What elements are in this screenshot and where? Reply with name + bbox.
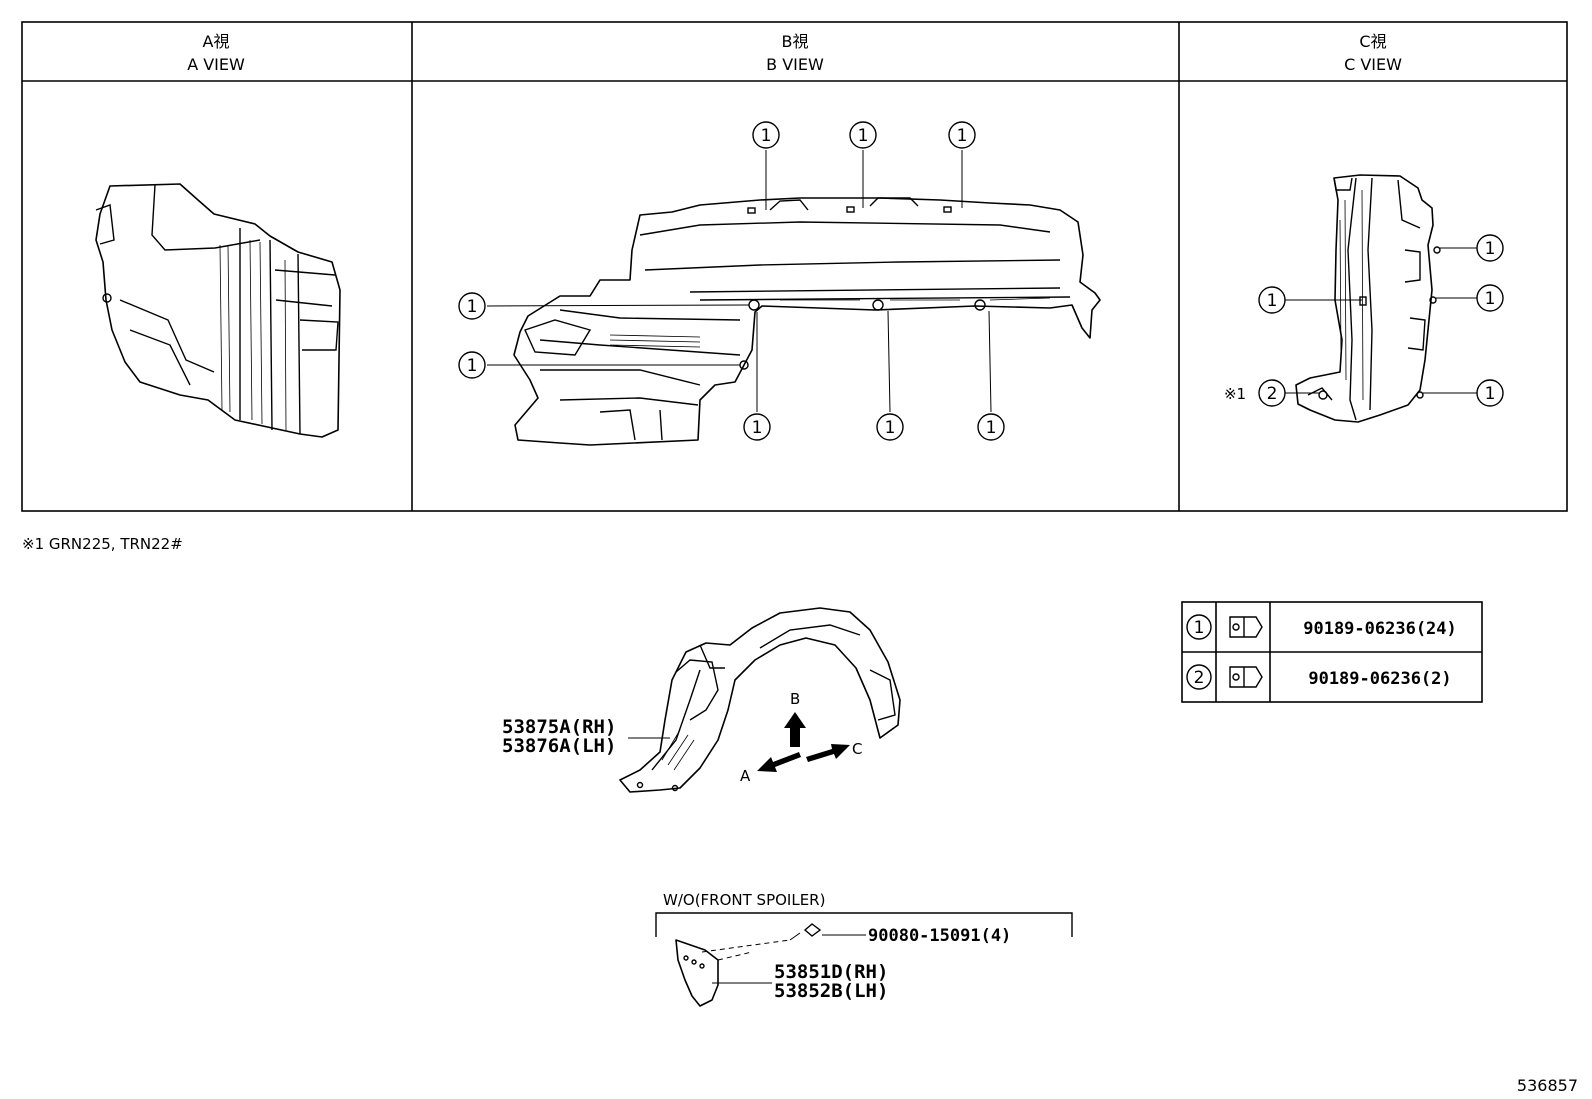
view-a-title-jp: A視 (203, 32, 230, 51)
svg-text:1: 1 (467, 356, 478, 376)
view-b-title-en: B VIEW (766, 55, 824, 74)
fastener-row: 1 90189-06236(24) (1186, 614, 1457, 640)
svg-text:2: 2 (1267, 384, 1278, 404)
fastener-row: 2 90189-06236(2) (1186, 664, 1452, 690)
view-c-title-en: C VIEW (1344, 55, 1402, 74)
callout-1: 1 (458, 351, 486, 379)
svg-text:1: 1 (1485, 289, 1496, 309)
arrow-c-icon (806, 744, 850, 762)
callout-1: 1 (977, 413, 1005, 441)
footnote: ※1 GRN225, TRN22# (22, 535, 183, 553)
callout-2: 2 (1258, 379, 1286, 407)
flap-part-lh: 53852B(LH) (774, 980, 888, 1002)
arrow-b-icon (784, 712, 806, 747)
view-c-leaders (1285, 247, 1477, 394)
callout-1: 1 (948, 121, 976, 149)
callout-1: 1 (752, 121, 780, 149)
arrow-b-label: B (790, 690, 800, 708)
view-direction-arrows: B A C (740, 690, 862, 785)
svg-text:1: 1 (467, 297, 478, 317)
fastener-ref: 1 (1194, 618, 1205, 638)
callout-1: 1 (458, 292, 486, 320)
fastener-table: 1 90189-06236(24) 2 90189-06236(2) (1181, 601, 1483, 703)
fender-liner-drawing (619, 607, 901, 793)
clip-icon (1229, 616, 1263, 638)
view-frames (21, 21, 1568, 512)
view-b-drawing (513, 197, 1101, 446)
liner-part-rh: 53875A(RH) (502, 716, 616, 738)
svg-text:1: 1 (1485, 384, 1496, 404)
fastener-part-number: 90189-06236(2) (1308, 669, 1451, 689)
fastener-part-number: 90189-06236(24) (1303, 619, 1457, 639)
callout-1: 1 (1476, 284, 1504, 312)
flap-to-screw-dash (717, 951, 753, 961)
diagram-id: 536857 (1517, 1076, 1578, 1095)
svg-text:1: 1 (1267, 291, 1278, 311)
arrow-a-label: A (740, 767, 751, 785)
clip-icon (1229, 666, 1263, 688)
callout-1: 1 (849, 121, 877, 149)
svg-text:1: 1 (761, 126, 772, 146)
callout-1: 1 (1258, 286, 1286, 314)
svg-text:1: 1 (885, 418, 896, 438)
arrow-c-label: C (852, 740, 862, 758)
liner-part-lh: 53876A(LH) (502, 735, 616, 757)
mud-flap-drawing (675, 939, 719, 1007)
view-c-title-jp: C視 (1359, 32, 1386, 51)
view-b-callouts: 1 1 1 1 1 1 1 1 (458, 121, 1005, 441)
view-b-title-jp: B視 (782, 32, 809, 51)
svg-text:1: 1 (752, 418, 763, 438)
callout-1: 1 (876, 413, 904, 441)
screw-part-number: 90080-15091(4) (868, 926, 1011, 946)
svg-text:1: 1 (858, 126, 869, 146)
callout-1: 1 (743, 413, 771, 441)
view-a-drawing (95, 183, 341, 438)
view-c-callouts: 1 1 1 1 2 ※1 (1224, 234, 1504, 407)
svg-text:1: 1 (957, 126, 968, 146)
callout-1: 1 (1476, 234, 1504, 262)
view-headers: A視 A VIEW B視 B VIEW C視 C VIEW (187, 32, 1402, 74)
wo-section-title: W/O(FRONT SPOILER) (663, 891, 825, 909)
view-b-leaders (486, 150, 992, 413)
flap-to-screw-dash (701, 939, 791, 953)
view-c-drawing (1295, 174, 1441, 423)
screw-icon (789, 923, 822, 941)
svg-text:1: 1 (1485, 239, 1496, 259)
arrow-a-icon (757, 752, 801, 772)
view-a-title-en: A VIEW (187, 55, 245, 74)
fastener-ref: 2 (1194, 668, 1205, 688)
callout-1: 1 (1476, 379, 1504, 407)
svg-text:1: 1 (986, 418, 997, 438)
note-mark: ※1 (1224, 385, 1246, 403)
flap-part-rh: 53851D(RH) (774, 961, 888, 983)
wo-section-bracket (655, 912, 1073, 937)
